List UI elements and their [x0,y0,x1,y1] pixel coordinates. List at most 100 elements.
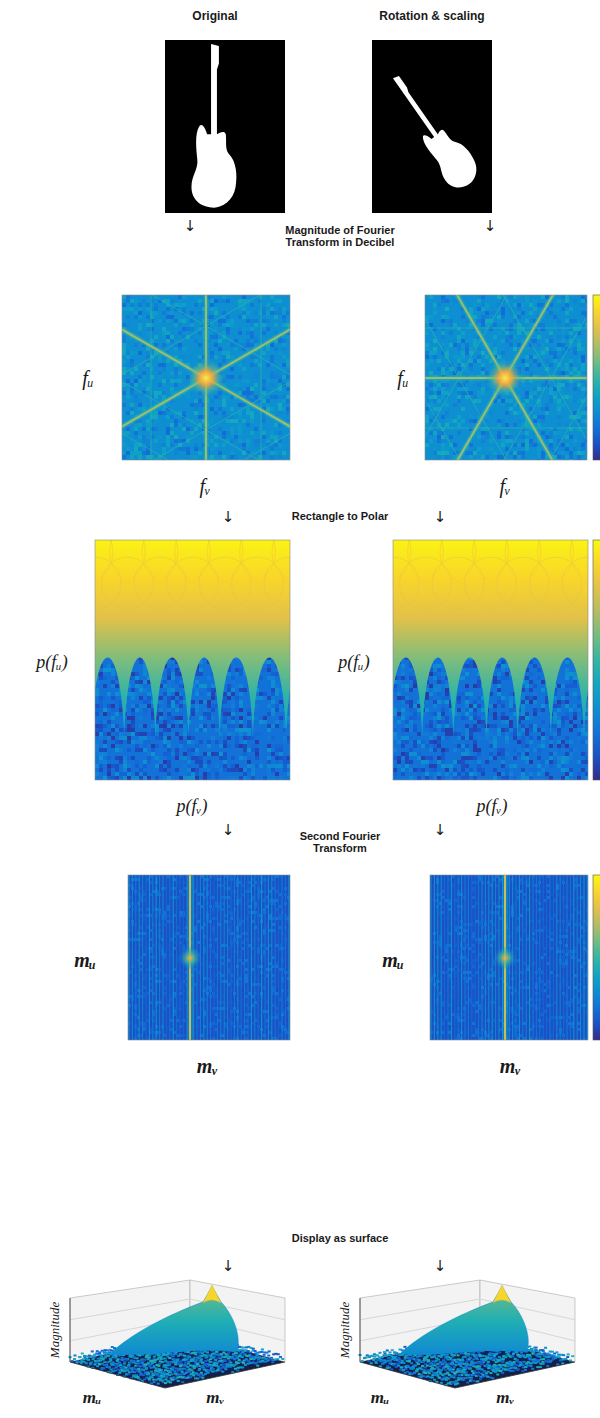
noise-cell [174,379,178,383]
noise-cell [274,395,278,399]
noise-cell [441,415,445,419]
noise-cell [473,339,477,343]
noise-cell [178,315,182,319]
noise-cell [441,319,445,323]
noise-cell [509,459,513,463]
noise-cell [581,423,585,427]
noise-cell [138,323,142,327]
noise-cell [178,355,182,359]
noise-cell [274,435,278,439]
noise-cell [445,419,449,423]
noise-cell [198,299,202,303]
noise-cell [473,399,477,403]
noise-cell [246,423,250,427]
noise-cell [115,768,119,772]
noise-cell [286,447,290,451]
noise-cell [174,375,178,379]
noise-cell [433,323,437,327]
noise-cell [226,395,230,399]
noise-cell [250,319,254,323]
noise-cell [433,435,437,439]
noise-cell [138,331,142,335]
noise-cell [441,459,445,463]
noise-cell [250,331,254,335]
noise-cell [481,439,485,443]
noise-cell [457,399,461,403]
noise-cell [254,375,258,379]
noise-cell [278,311,282,315]
noise-cell [166,315,170,319]
noise-cell [461,339,465,343]
noise-cell [166,439,170,443]
noise-cell [107,712,111,716]
noise-cell [238,375,242,379]
noise-cell [565,439,569,443]
noise-cell [545,407,549,411]
noise-cell [445,315,449,319]
noise-cell [270,455,274,459]
noise-cell [481,323,485,327]
noise-cell [513,431,517,435]
noise-cell [142,435,146,439]
noise-cell [142,363,146,367]
noise-cell [425,355,429,359]
noise-cell [521,395,525,399]
noise-cell [162,343,166,347]
noise-cell [115,724,119,728]
noise-cell [525,391,529,395]
noise-cell [262,435,266,439]
noise-cell [573,399,577,403]
noise-cell [505,399,509,403]
noise-cell [509,339,513,343]
noise-cell [278,459,282,463]
noise-cell [533,303,537,307]
noise-cell [286,403,290,407]
noise-cell [521,435,525,439]
noise-cell [533,355,537,359]
noise-cell [146,307,150,311]
noise-cell [569,399,573,403]
noise-cell [553,315,557,319]
noise-cell [246,443,250,447]
noise-cell [457,355,461,359]
noise-cell [529,363,533,367]
noise-cell [577,343,581,347]
noise-cell [565,383,569,387]
noise-cell [250,323,254,327]
noise-cell [162,391,166,395]
noise-cell [509,295,513,299]
noise-cell [469,415,473,419]
noise-cell [182,327,186,331]
noise-cell [158,359,162,363]
noise-cell [107,704,111,708]
noise-cell [565,299,569,303]
noise-cell [497,419,501,423]
noise-cell [99,676,103,680]
noise-cell [190,335,194,339]
noise-cell [274,443,278,447]
noise-cell [222,435,226,439]
noise-cell [286,363,290,367]
noise-cell [425,439,429,443]
noise-cell [210,419,214,423]
noise-cell [274,315,278,319]
noise-cell [449,323,453,327]
noise-cell [103,748,107,752]
noise-cell [134,303,138,307]
noise-cell [170,339,174,343]
noise-cell [557,343,561,347]
noise-cell [493,323,497,327]
noise-cell [437,455,441,459]
noise-cell [182,399,186,403]
noise-cell [481,391,485,395]
noise-cell [250,419,254,423]
noise-cell [441,391,445,395]
noise-cell [99,700,103,704]
noise-cell [186,427,190,431]
noise-cell [115,708,119,712]
noise-cell [445,403,449,407]
noise-cell [529,311,533,315]
noise-cell [238,331,242,335]
noise-cell [557,335,561,339]
noise-cell [111,776,115,780]
